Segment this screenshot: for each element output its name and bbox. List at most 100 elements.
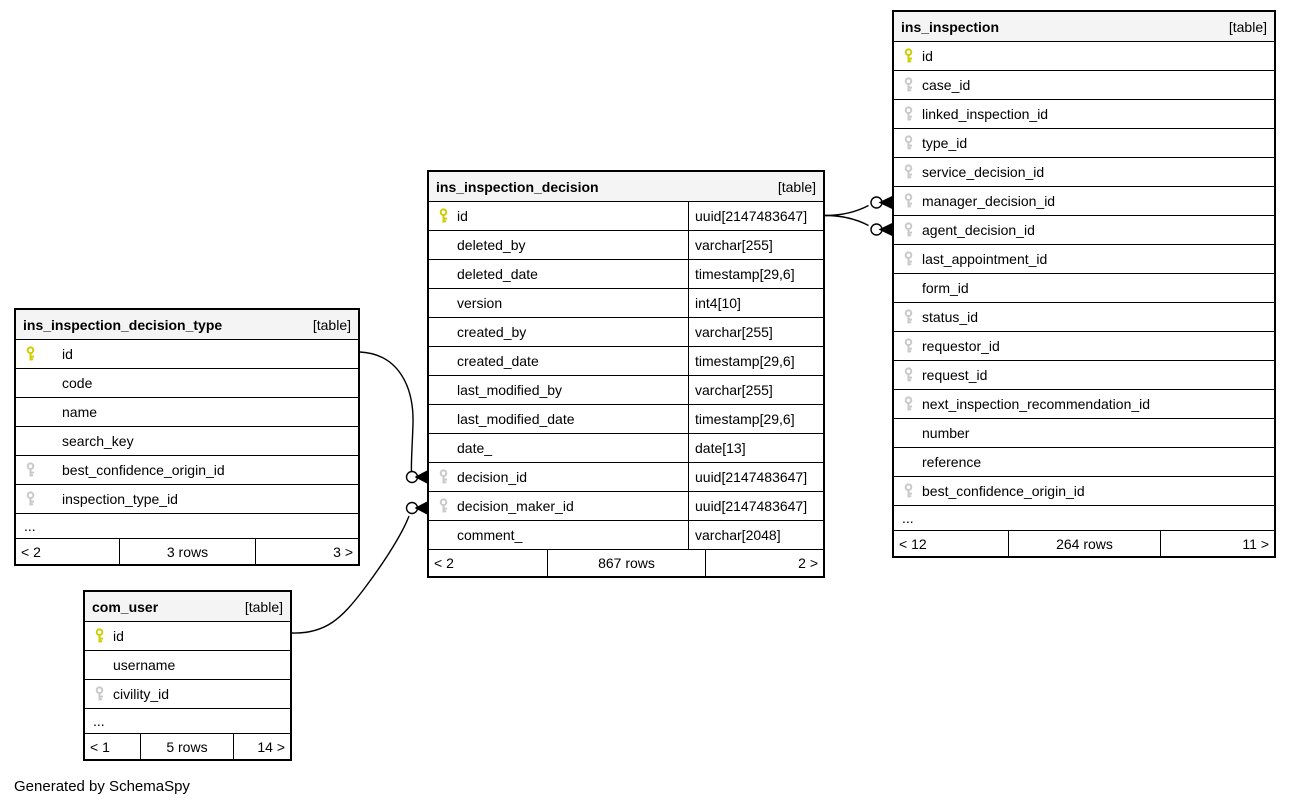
column-name: inspection_type_id	[62, 491, 178, 507]
column-name-cell: date_	[429, 434, 688, 462]
column-name: last_appointment_id	[922, 251, 1048, 267]
column-type: uuid[2147483647]	[688, 202, 823, 230]
column-row-date_: date_ date[13]	[429, 433, 823, 462]
table-type-badge: [table]	[312, 316, 351, 333]
column-row-name: name	[16, 397, 358, 426]
footer-parent-count: < 12	[899, 535, 927, 552]
column-name: manager_decision_id	[922, 193, 1056, 209]
column-name-cell: deleted_date	[429, 260, 688, 288]
column-type: timestamp[29,6]	[688, 347, 823, 375]
foreign-key-icon	[902, 367, 916, 383]
column-name-cell: id	[429, 202, 688, 230]
column-row-comment_: comment_varchar[2048]	[429, 520, 823, 549]
footer-row-count: 867 rows	[547, 550, 705, 576]
column-row-form_id: form_id	[894, 273, 1274, 302]
zero-or-one-connector-icon	[405, 501, 419, 515]
no-key-spacer	[437, 527, 451, 543]
foreign-key-icon	[902, 106, 916, 122]
column-row-case_id: case_id	[894, 70, 1274, 99]
foreign-key-icon	[902, 135, 916, 151]
column-type: uuid[2147483647]	[688, 492, 823, 520]
table-title: ins_inspection_decision	[436, 178, 599, 195]
column-type: varchar[2048]	[688, 521, 823, 549]
column-name: last_modified_by	[457, 382, 563, 398]
foreign-key-icon	[437, 498, 451, 514]
table-header[interactable]: com_user [table]	[85, 592, 290, 621]
foreign-key-icon	[24, 491, 38, 507]
more-columns-row: ...	[85, 708, 290, 733]
footer-child-count: 3 >	[255, 539, 358, 564]
column-row-number: number	[894, 418, 1274, 447]
column-name-cell: decision_maker_id	[429, 492, 688, 520]
no-key-spacer	[93, 657, 107, 673]
table-footer: < 2 3 rows 3 >	[16, 538, 358, 564]
column-name: number	[922, 425, 970, 441]
column-name-cell: created_date	[429, 347, 688, 375]
relationship-line-decision-to-agent-decision	[824, 214, 869, 227]
fk-arrowhead-icon	[414, 501, 427, 515]
footer-row-count: 3 rows	[118, 539, 256, 564]
table-header[interactable]: ins_inspection [table]	[894, 12, 1274, 41]
ellipsis-label: ...	[902, 510, 914, 526]
column-name: deleted_by	[457, 237, 526, 253]
relationship-line-decision-to-manager-decision	[824, 204, 869, 217]
table-title: ins_inspection	[901, 18, 1000, 35]
column-type: varchar[255]	[688, 318, 823, 346]
zero-or-one-connector-icon	[870, 196, 883, 209]
column-type: date[13]	[688, 434, 823, 462]
column-name: created_date	[457, 353, 539, 369]
column-name: next_inspection_recommendation_id	[922, 396, 1151, 412]
column-row-requestor_id: requestor_id	[894, 331, 1274, 360]
foreign-key-icon	[902, 164, 916, 180]
column-name-cell: decision_id	[429, 463, 688, 491]
no-key-spacer	[437, 324, 451, 340]
foreign-key-icon	[24, 462, 38, 478]
table-title: com_user	[92, 598, 159, 615]
foreign-key-icon	[902, 193, 916, 209]
foreign-key-icon	[902, 251, 916, 267]
column-row-inspection_type_id: inspection_type_id	[16, 484, 358, 513]
column-row-status_id: status_id	[894, 302, 1274, 331]
column-type: uuid[2147483647]	[688, 463, 823, 491]
column-name-cell: last_modified_date	[429, 405, 688, 433]
no-key-spacer	[24, 375, 38, 391]
column-name: date_	[457, 440, 493, 456]
foreign-key-icon	[902, 396, 916, 412]
column-name: case_id	[922, 77, 971, 93]
table-header[interactable]: ins_inspection_decision [table]	[429, 172, 823, 201]
column-name: agent_decision_id	[922, 222, 1035, 238]
column-type: timestamp[29,6]	[688, 260, 823, 288]
footer-parent-count: < 2	[434, 555, 454, 571]
column-name: decision_maker_id	[457, 498, 574, 514]
footer-parent-count: < 2	[21, 543, 41, 560]
no-key-spacer	[437, 266, 451, 282]
no-key-spacer	[24, 433, 38, 449]
no-key-spacer	[437, 382, 451, 398]
table-title: ins_inspection_decision_type	[23, 316, 223, 333]
column-row-service_decision_id: service_decision_id	[894, 157, 1274, 186]
ellipsis-label: ...	[93, 713, 105, 729]
column-row-id: id	[85, 621, 290, 650]
column-name: id	[113, 628, 124, 644]
table-footer: < 2 867 rows 2 >	[429, 549, 823, 576]
column-row-reference: reference	[894, 447, 1274, 476]
primary-key-icon	[902, 48, 916, 64]
column-row-best_confidence_origin_id: best_confidence_origin_id	[16, 455, 358, 484]
primary-key-icon	[93, 628, 107, 644]
table-header[interactable]: ins_inspection_decision_type [table]	[16, 310, 358, 339]
column-row-linked_inspection_id: linked_inspection_id	[894, 99, 1274, 128]
footer-child-count: 2 >	[704, 550, 823, 576]
column-name: search_key	[62, 433, 134, 449]
column-name: requestor_id	[922, 338, 1000, 354]
foreign-key-icon	[902, 483, 916, 499]
column-name: name	[62, 404, 98, 420]
